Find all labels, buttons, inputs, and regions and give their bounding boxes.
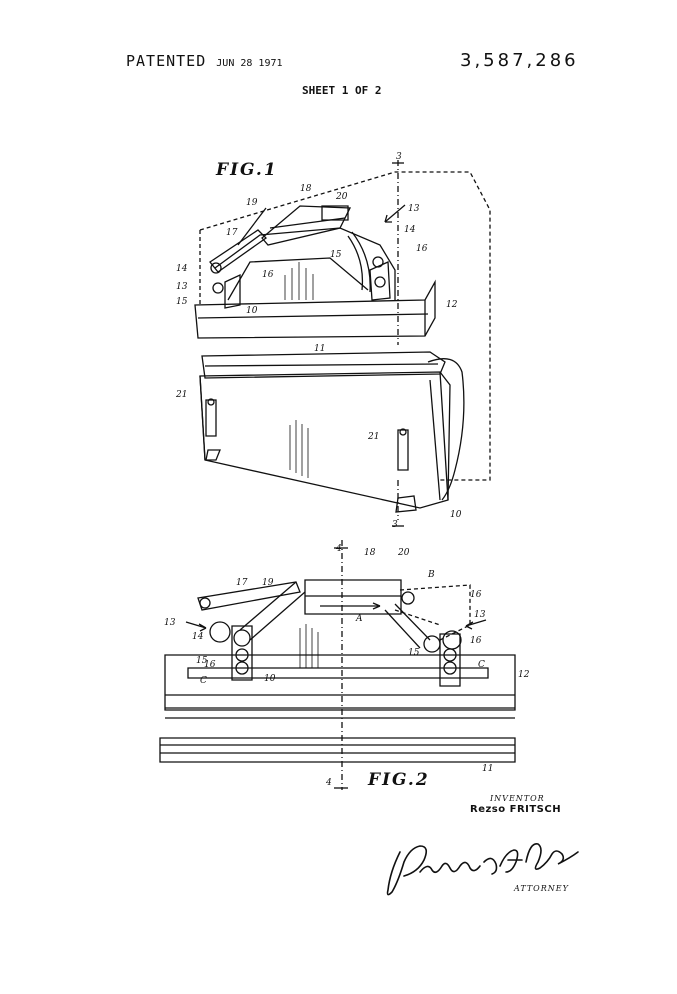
fig1-label-3-bottom: 3 bbox=[392, 520, 398, 530]
fig2-label-4-bottom: 4 bbox=[326, 778, 332, 788]
fig2-label-16-top-right: 16 bbox=[470, 590, 482, 600]
fig1-label-21-left: 21 bbox=[176, 390, 188, 400]
fig1-label-14-left: 14 bbox=[176, 264, 188, 274]
fig1-label-18: 18 bbox=[300, 184, 312, 194]
fig1-label-10-lower: 10 bbox=[450, 510, 462, 520]
fig2-label-4-top: 4 bbox=[336, 544, 342, 554]
fig2-label-16-left: 16 bbox=[204, 660, 216, 670]
fig2-title: FIG.2 bbox=[368, 770, 430, 790]
sheet-number: SHEET 1 OF 2 bbox=[302, 84, 382, 97]
fig1-label-13-left: 13 bbox=[176, 282, 188, 292]
fig1-label-15-mid: 15 bbox=[330, 250, 342, 260]
fig2-label-13-right: 13 bbox=[474, 610, 486, 620]
fig1-label-16-left: 16 bbox=[262, 270, 274, 280]
patent-number: 3,587,286 bbox=[460, 50, 579, 71]
inventor-caption: INVENTOR bbox=[490, 794, 545, 803]
fig2-label-20: 20 bbox=[398, 548, 410, 558]
fig2-label-15-right: 15 bbox=[408, 648, 420, 658]
fig1-label-17: 17 bbox=[226, 228, 238, 238]
fig2-label-C-right: C bbox=[478, 660, 485, 670]
fig1-label-10-upper: 10 bbox=[246, 306, 258, 316]
attorney-caption: ATTORNEY bbox=[514, 884, 569, 893]
fig2-label-16-right: 16 bbox=[470, 636, 482, 646]
fig1-label-20: 20 bbox=[336, 192, 348, 202]
patented-date: JUN 28 1971 bbox=[216, 58, 283, 69]
fig1-label-13-right: 13 bbox=[408, 204, 420, 214]
fig2-label-13-left: 13 bbox=[164, 618, 176, 628]
fig2-label-12: 12 bbox=[518, 670, 530, 680]
attorney-signature bbox=[380, 832, 590, 902]
patented-word: PATENTED bbox=[126, 52, 207, 70]
fig2-label-18: 18 bbox=[364, 548, 376, 558]
fig1-label-21-right: 21 bbox=[368, 432, 380, 442]
fig1-label-12: 12 bbox=[446, 300, 458, 310]
fig2-label-15-left: 15 bbox=[196, 656, 208, 666]
fig2-label-C-left: C bbox=[200, 676, 207, 686]
patented-label: PATENTED JUN 28 1971 bbox=[126, 52, 283, 70]
fig2-label-11: 11 bbox=[482, 764, 494, 774]
fig2-label-17: 17 bbox=[236, 578, 248, 588]
inventor-name: Rezso FRITSCH bbox=[470, 804, 562, 815]
fig2-label-10: 10 bbox=[264, 674, 276, 684]
fig1-label-16-right: 16 bbox=[416, 244, 428, 254]
fig1-label-3-top: 3 bbox=[396, 152, 402, 162]
fig1-title: FIG.1 bbox=[216, 160, 278, 180]
fig2-label-19: 19 bbox=[262, 578, 274, 588]
fig1-label-15-left: 15 bbox=[176, 297, 188, 307]
fig1-label-19: 19 bbox=[246, 198, 258, 208]
fig1-label-14-right: 14 bbox=[404, 225, 416, 235]
fig2-label-A: A bbox=[356, 614, 363, 624]
fig2-label-14: 14 bbox=[192, 632, 204, 642]
fig2-label-B-right: B bbox=[428, 570, 435, 580]
fig1-label-11: 11 bbox=[314, 344, 326, 354]
